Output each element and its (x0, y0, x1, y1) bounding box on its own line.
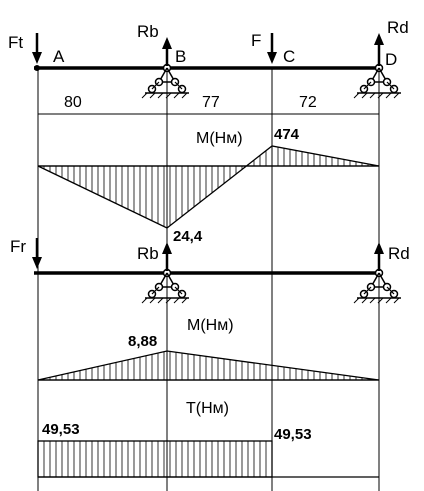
rb-arrow-top (162, 37, 172, 66)
f-arrow (267, 33, 277, 64)
rb-label-bottom: Rb (137, 244, 159, 263)
moment-top-value-b: 24,4 (173, 228, 203, 245)
point-a-label: A (53, 47, 65, 66)
rd-arrow-top (374, 33, 384, 66)
bottom-beam (34, 268, 402, 304)
moment-top-value-c: 474 (274, 126, 300, 143)
rd-label-top: Rd (387, 18, 409, 37)
torque-diagram (37, 440, 379, 478)
torque-value-right: 49,53 (274, 426, 312, 443)
torque-value-left: 49,53 (42, 421, 80, 438)
f-label: F (251, 31, 261, 50)
moment-bottom-diagram (37, 350, 380, 381)
section-lines (37, 68, 380, 491)
point-c-label: C (283, 47, 295, 66)
point-d-label: D (385, 50, 397, 69)
span-ab-label: 80 (64, 94, 82, 111)
point-b-label: B (175, 47, 186, 66)
torque-title: T(Нм) (186, 400, 229, 417)
moment-bottom-value-b: 8,88 (128, 333, 157, 350)
top-beam (34, 63, 402, 99)
fr-label: Fr (10, 237, 26, 256)
moment-top-diagram (37, 145, 380, 229)
fr-arrow (32, 238, 42, 269)
span-cd-label: 72 (299, 94, 317, 111)
span-bc-label: 77 (202, 94, 220, 111)
rd-arrow-bottom (374, 242, 384, 271)
ft-label: Ft (8, 33, 23, 52)
moment-top-title: M(Нм) (196, 130, 243, 147)
rd-label-bottom: Rd (388, 244, 410, 263)
rb-label-top: Rb (137, 22, 159, 41)
rb-arrow-bottom (162, 242, 172, 271)
moment-bottom-title: M(Нм) (187, 317, 234, 334)
ft-arrow (32, 33, 42, 64)
